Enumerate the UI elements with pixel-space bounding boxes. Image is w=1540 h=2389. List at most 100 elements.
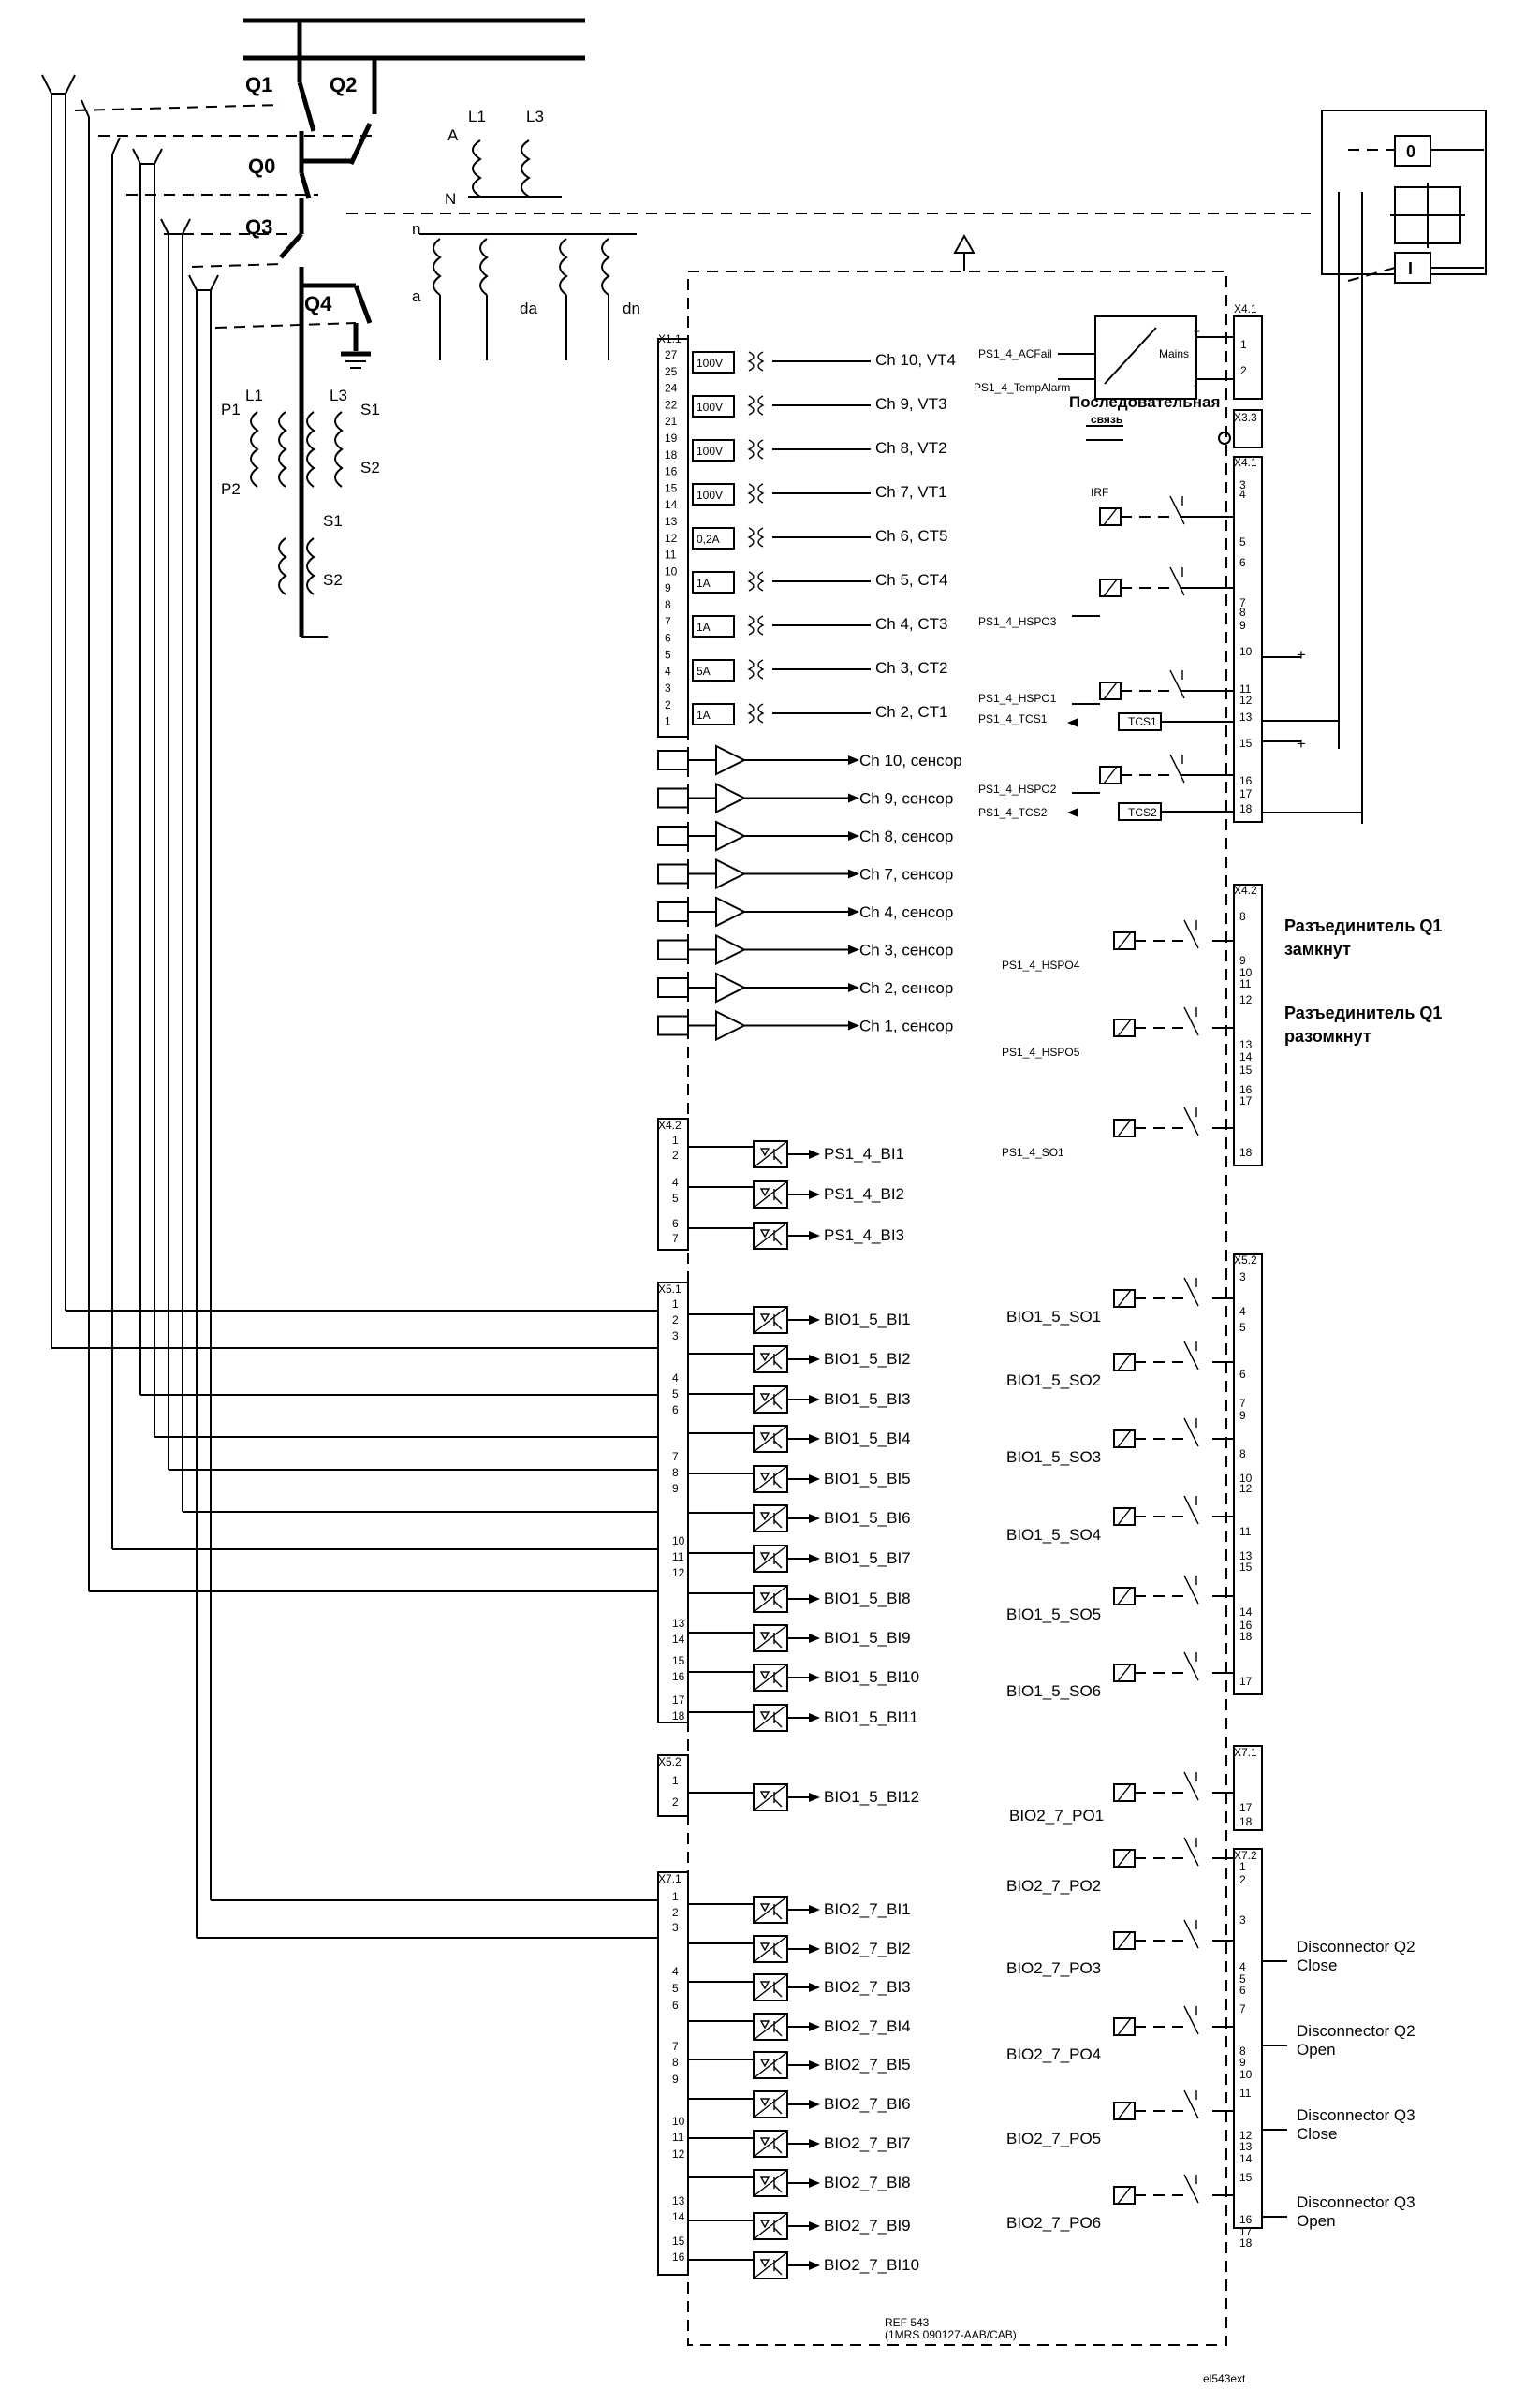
x42out-label: X4.2 xyxy=(1234,884,1257,897)
x42-signal-3: PS1_4_SO1 xyxy=(1002,1146,1064,1159)
footer-fig: el543ext xyxy=(1203,2372,1246,2385)
x71in-terminal-9: 9 xyxy=(672,2073,679,2086)
x41-plus-1: + xyxy=(1297,646,1306,664)
x42out-terminal-9: 9 xyxy=(1239,954,1246,967)
sensor-socket-6 xyxy=(657,939,689,960)
x71-opto-8 xyxy=(753,2169,788,2197)
x42in-label: X4.2 xyxy=(658,1119,682,1132)
x51-input-8: BIO1_5_BI8 xyxy=(824,1590,911,1607)
x41-terminal-6: 6 xyxy=(1239,556,1246,569)
x42out-terminal-16: 16 xyxy=(1239,1083,1253,1096)
x11-terminal-3: 3 xyxy=(665,682,671,695)
x11-terminal-27: 27 xyxy=(665,348,678,361)
analog-channel-2: 100V xyxy=(692,395,765,418)
sensor-label-8: Ch 1, сенсор xyxy=(859,1018,953,1035)
x11-terminal-1: 1 xyxy=(665,715,671,728)
x52-opto xyxy=(753,1783,788,1811)
x41-signal-6: PS1_4_TCS2 xyxy=(978,806,1048,819)
x51-opto-4 xyxy=(753,1425,788,1453)
x71-opto-6 xyxy=(753,2090,788,2118)
x41-terminal-5: 5 xyxy=(1239,535,1246,549)
x72-terminal-11: 11 xyxy=(1239,2087,1252,2100)
x51-input-1: BIO1_5_BI1 xyxy=(824,1311,911,1328)
x52out-terminal-4: 4 xyxy=(1239,1305,1246,1318)
q1-open-note-2: разомкнут xyxy=(1284,1027,1371,1046)
x41-signal-5: PS1_4_HSPO2 xyxy=(978,783,1057,796)
x71-input-9: BIO2_7_BI9 xyxy=(824,2217,911,2235)
x51-input-3: BIO1_5_BI3 xyxy=(824,1390,911,1408)
sensor-socket-4 xyxy=(657,863,689,885)
analog-channel-3: 100V xyxy=(692,439,765,462)
x52out-terminal-11: 11 xyxy=(1239,1525,1252,1538)
x42-out-strip xyxy=(1233,884,1263,1166)
x51-terminal-17: 17 xyxy=(672,1693,685,1707)
x71-input-3: BIO2_7_BI3 xyxy=(824,1978,911,1996)
x51-input-9: BIO1_5_BI9 xyxy=(824,1629,911,1647)
x11-terminal-19: 19 xyxy=(665,432,678,445)
x51-terminal-10: 10 xyxy=(672,1534,685,1547)
x52out-terminal-14: 14 xyxy=(1239,1605,1253,1619)
x72-terminal-10: 10 xyxy=(1239,2068,1253,2081)
primary-circuit xyxy=(41,18,1487,2346)
tcs1-label: TCS1 xyxy=(1128,715,1157,728)
x42-signal-1: PS1_4_HSPO4 xyxy=(1002,959,1080,972)
q1-blade xyxy=(297,81,316,132)
x41-terminal-13: 13 xyxy=(1239,711,1253,724)
x71-input-5: BIO2_7_BI5 xyxy=(824,2056,911,2074)
serial-label-2: связь xyxy=(1091,413,1122,426)
x51-opto-2 xyxy=(753,1345,788,1373)
x72-relay-1 xyxy=(1113,1837,1199,1868)
x51-input-6: BIO1_5_BI6 xyxy=(824,1509,911,1527)
x42in-terminal-1: 1 xyxy=(672,1134,679,1147)
vt-top-n: N xyxy=(445,190,456,208)
q3-blade xyxy=(279,232,303,259)
x71in-terminal-12: 12 xyxy=(672,2147,685,2161)
x52out-label: X5.2 xyxy=(1234,1253,1257,1267)
ct2-s2: S2 xyxy=(323,571,343,589)
signal-wiring xyxy=(51,360,1287,2270)
x33-label: X3.3 xyxy=(1234,411,1257,424)
x52-output-6: BIO1_5_SO6 xyxy=(1006,1682,1101,1700)
x72-terminal-16: 16 xyxy=(1239,2213,1253,2226)
x72-note-4-line2: Open xyxy=(1297,2212,1336,2230)
open-button[interactable] xyxy=(1394,135,1431,167)
ct-l3: L3 xyxy=(330,387,347,404)
x42-opto-3 xyxy=(753,1222,788,1250)
x52-output-1: BIO1_5_SO1 xyxy=(1006,1308,1101,1326)
serial-label-1: Последовательная xyxy=(1069,393,1220,411)
x52out-terminal-5: 5 xyxy=(1239,1321,1246,1334)
x72-output-3: BIO2_7_PO4 xyxy=(1006,2045,1101,2063)
analog-channel-9: 1A xyxy=(692,703,765,725)
x42-relay-1 xyxy=(1113,919,1199,950)
svg-text:5A: 5A xyxy=(697,665,711,678)
vt-mid-da: da xyxy=(520,300,537,317)
mains-label: Mains xyxy=(1159,347,1189,360)
x51-terminal-2: 2 xyxy=(672,1313,679,1326)
sensor-label-5: Ch 4, сенсор xyxy=(859,903,953,921)
x71-opto-3 xyxy=(753,1973,788,2001)
x72-terminal-3: 3 xyxy=(1239,1913,1246,1927)
x42-opto-1 xyxy=(753,1140,788,1168)
q0-blade xyxy=(299,172,312,199)
x11-terminal-10: 10 xyxy=(665,564,678,578)
hspo2-relay xyxy=(1099,754,1185,784)
x71in-terminal-2: 2 xyxy=(672,1906,679,1919)
x42out-terminal-12: 12 xyxy=(1239,993,1253,1006)
x71out-terminal-17: 17 xyxy=(1239,1801,1253,1814)
x41-terminal-9: 9 xyxy=(1239,619,1246,632)
x71-output: BIO2_7_PO1 xyxy=(1009,1807,1104,1825)
x42out-terminal-8: 8 xyxy=(1239,910,1246,923)
acfail-label: PS1_4_ACFail xyxy=(978,347,1052,360)
x51-terminal-16: 16 xyxy=(672,1670,685,1683)
x72-strip xyxy=(1233,1848,1263,2229)
x11-terminal-15: 15 xyxy=(665,481,678,494)
sensor-amp-3 xyxy=(715,820,747,852)
sensor-amp-6 xyxy=(715,933,747,966)
x52-output-2: BIO1_5_SO2 xyxy=(1006,1371,1101,1389)
switch-zero-label: 0 xyxy=(1406,142,1415,161)
q1-label: Q1 xyxy=(245,73,272,96)
ct2-s1: S1 xyxy=(323,512,343,530)
sensor-label-7: Ch 2, сенсор xyxy=(859,979,953,997)
x52out-terminal-12: 12 xyxy=(1239,1482,1253,1495)
switch-one-label: I xyxy=(1408,259,1413,278)
